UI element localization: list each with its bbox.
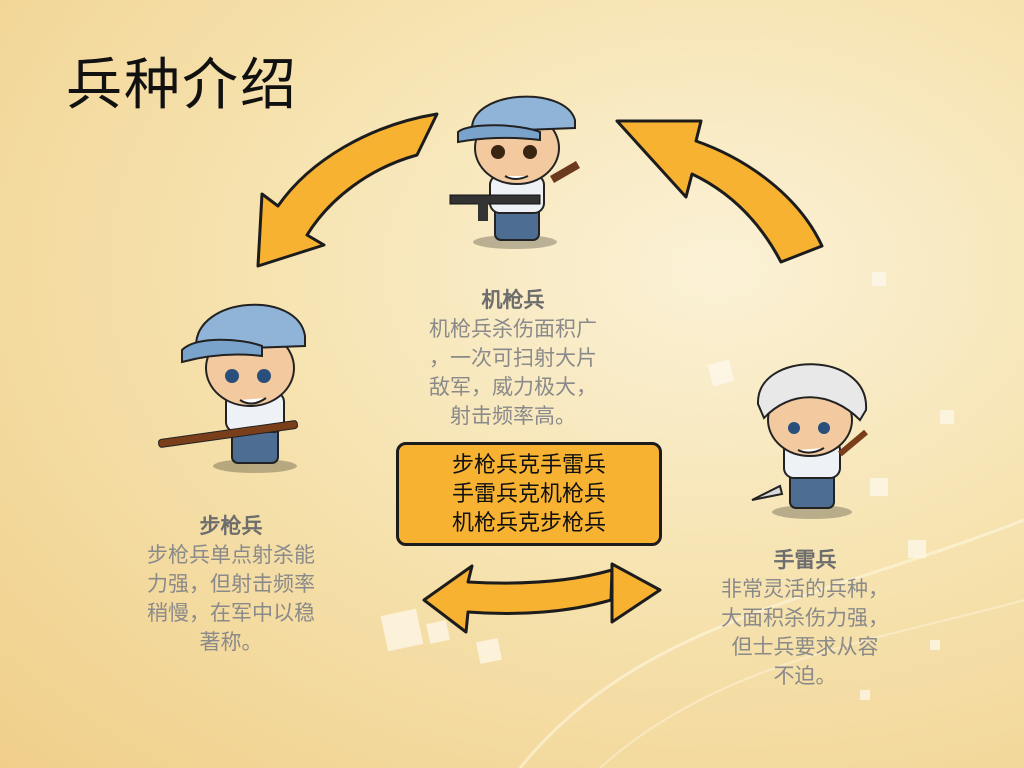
rifleman-desc-line: 力强，但射击频率: [147, 572, 315, 596]
deco-square: [872, 272, 886, 286]
rifleman-desc-line: 稍慢，在军中以稳: [147, 601, 315, 625]
page-title: 兵种介绍: [66, 53, 298, 118]
deco-square: [707, 359, 735, 387]
machine-gunner-desc-line: 机枪兵杀伤面积广: [429, 317, 597, 341]
counter-rule: 机枪兵克步枪兵: [451, 510, 606, 536]
grenadier-desc-line: 但士兵要求从容: [731, 635, 879, 659]
grenadier-desc-line: 非常灵活的兵种，: [721, 577, 889, 601]
rifleman-figure: [158, 303, 306, 473]
grenadier-desc-line: 大面积杀伤力强，: [721, 606, 889, 630]
deco-swirl: [599, 599, 1024, 768]
machine-gunner-desc-line: 敌军，威力极大，: [429, 375, 597, 399]
counter-rule: 步枪兵克手雷兵: [451, 452, 606, 478]
arrow-grenadier-to-rifleman: [422, 564, 614, 634]
deco-square: [860, 690, 870, 700]
grenadier-figure: [751, 363, 868, 519]
machine-gunner-figure: [449, 95, 580, 249]
grenadier-info: 手雷兵 非常灵活的兵种， 大面积杀伤力强， 但士兵要求从容 不迫。: [700, 546, 910, 691]
arrow-to-rifleman: [256, 112, 439, 268]
rifleman-name: 步枪兵: [199, 514, 263, 538]
machine-gunner-name: 机枪兵: [481, 288, 545, 312]
grenadier-desc-line: 不迫。: [773, 664, 837, 688]
deco-square: [908, 540, 926, 558]
machine-gunner-desc-line: 射击频率高。: [450, 404, 576, 428]
counter-rules-box: 步枪兵克手雷兵 手雷兵克机枪兵 机枪兵克步枪兵: [396, 442, 662, 546]
deco-square: [940, 410, 954, 424]
grenadier-name: 手雷兵: [773, 548, 837, 572]
deco-square: [426, 620, 450, 644]
rifleman-info: 步枪兵 步枪兵单点射杀能 力强，但射击频率 稍慢，在军中以稳 著称。: [126, 512, 336, 657]
rifleman-desc-line: 步枪兵单点射杀能: [147, 543, 315, 567]
arrow-to-grenadier: [610, 562, 662, 624]
deco-square: [930, 640, 940, 650]
machine-gunner-info: 机枪兵 机枪兵杀伤面积广 ，一次可扫射大片 敌军，威力极大， 射击频率高。: [408, 286, 618, 431]
deco-square: [380, 608, 424, 652]
deco-square: [870, 478, 888, 496]
machine-gunner-desc-line: ，一次可扫射大片: [429, 346, 597, 370]
rifleman-desc-line: 著称。: [199, 630, 263, 654]
deco-square: [475, 637, 503, 665]
arrow-to-machine-gunner: [615, 119, 824, 264]
counter-rule: 手雷兵克机枪兵: [451, 481, 606, 507]
deco-swirl: [518, 518, 1024, 768]
